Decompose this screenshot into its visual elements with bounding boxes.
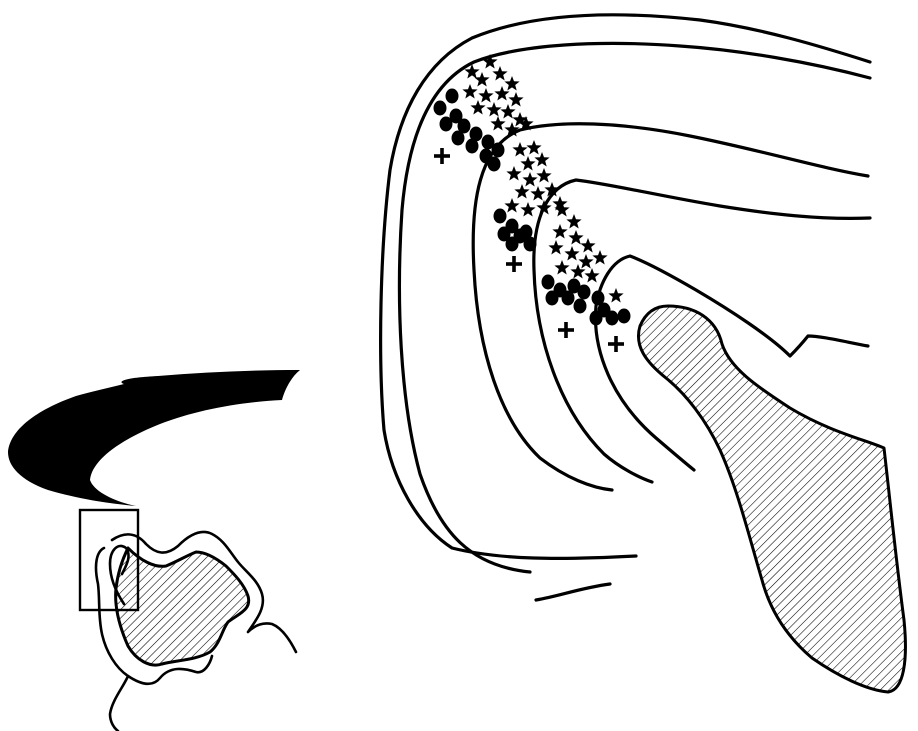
dot-marker [446, 89, 459, 104]
plus-marker [434, 148, 450, 164]
overview-inset [8, 370, 300, 731]
star-marker [522, 172, 537, 187]
inset-hatched-core [116, 548, 249, 665]
star-marker [494, 86, 509, 101]
star-marker [474, 72, 489, 87]
star-marker [580, 238, 595, 253]
star-marker [578, 254, 593, 269]
star-marker [566, 214, 581, 229]
star-marker [490, 116, 505, 131]
star-marker [506, 166, 521, 181]
plus-marker [558, 322, 574, 338]
star-marker [584, 268, 599, 283]
dot-marker [546, 291, 559, 306]
star-marker [486, 102, 501, 117]
star-marker [554, 260, 569, 275]
dot-marker [574, 299, 587, 314]
dot-marker [606, 311, 619, 326]
star-marker [462, 84, 477, 99]
dot-marker [492, 143, 505, 158]
star-marker [548, 240, 563, 255]
star-marker [568, 230, 583, 245]
star-marker [504, 198, 519, 213]
star-marker [508, 92, 523, 107]
plus-marker [506, 256, 522, 272]
star-marker [512, 142, 527, 157]
star-marker [492, 66, 507, 81]
star-marker [536, 168, 551, 183]
star-marker [478, 88, 493, 103]
star-marker [564, 246, 579, 261]
dot-marker [440, 117, 453, 132]
dot-marker [542, 275, 555, 290]
dot-marker [618, 309, 631, 324]
dot-marker [590, 311, 603, 326]
dot-marker [506, 237, 519, 252]
white-matter-core [638, 306, 905, 692]
star-marker [530, 186, 545, 201]
star-marker [536, 200, 551, 215]
plus-marker [608, 336, 624, 352]
dot-marker [452, 131, 465, 146]
dot-marker [434, 101, 447, 116]
star-marker [592, 250, 607, 265]
star-marker [520, 202, 535, 217]
lower-fragment [536, 584, 610, 600]
cell-markers [434, 54, 631, 352]
star-marker [534, 152, 549, 167]
star-marker [500, 104, 515, 119]
star-marker [526, 140, 541, 155]
star-marker [504, 76, 519, 91]
dot-marker [578, 285, 591, 300]
star-marker [608, 288, 623, 303]
star-marker [514, 184, 529, 199]
dot-marker [520, 225, 533, 240]
star-marker [470, 100, 485, 115]
zoom-arrow [8, 370, 300, 506]
dot-marker [466, 139, 479, 154]
star-marker [552, 224, 567, 239]
dot-marker [494, 209, 507, 224]
dot-marker [488, 157, 501, 172]
star-marker [520, 156, 535, 171]
